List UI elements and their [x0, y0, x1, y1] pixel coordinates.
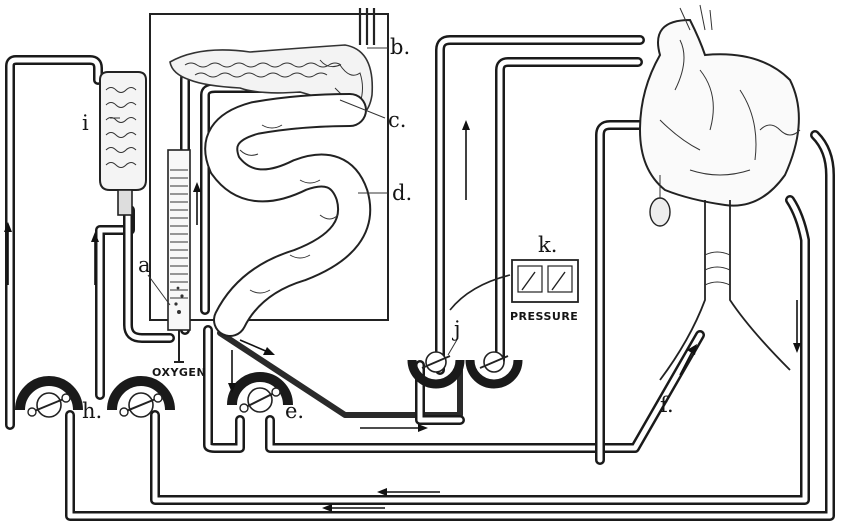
tube-coronary [600, 125, 640, 460]
label-i: i [82, 111, 89, 135]
column-a [168, 150, 190, 362]
oxygenator-i [100, 72, 146, 215]
pump-e [232, 377, 288, 412]
heart [640, 5, 800, 380]
caption-pressure: PRESSURE [510, 310, 578, 323]
label-f: f. [660, 393, 674, 417]
label-d: d. [392, 181, 412, 205]
label-j: j [451, 317, 461, 341]
caption-oxygen: OXYGEN [152, 366, 206, 379]
intestine-d [221, 110, 354, 320]
pressure-gauge-k [512, 260, 578, 302]
label-e: e. [285, 399, 304, 423]
return-tube-inner [155, 200, 805, 500]
label-a: a [138, 253, 151, 277]
label-h: h. [82, 399, 102, 423]
pump-h-right [112, 381, 170, 417]
pump-j-right [470, 352, 518, 384]
label-k: k. [538, 233, 557, 257]
label-b: b. [390, 35, 410, 59]
label-c: c. [388, 108, 406, 132]
